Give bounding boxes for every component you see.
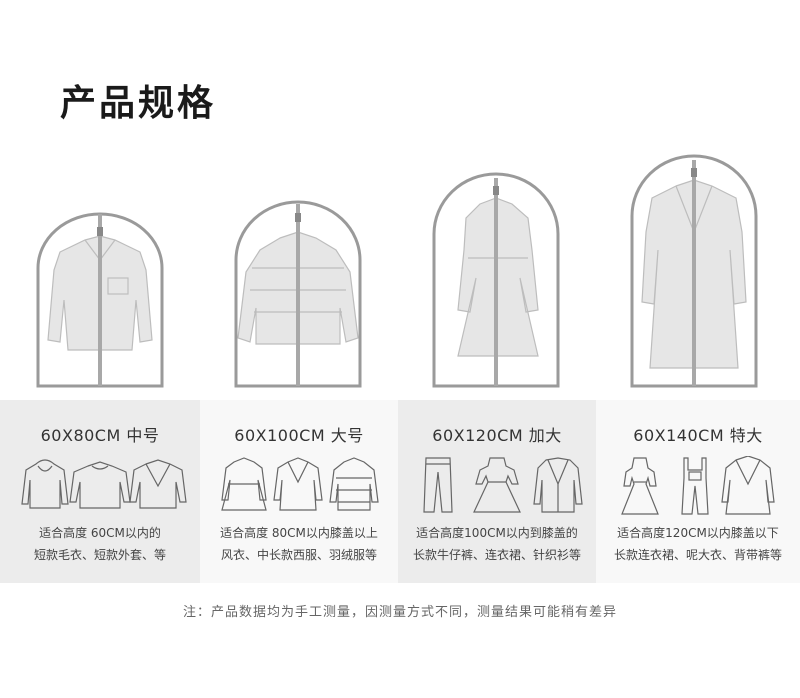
spec-size-label: 60X80CM 中号 [40,426,160,445]
spec-description: 适合高度120CM以内膝盖以下 长款连衣裙、呢大衣、背带裤等 [596,522,800,566]
spec-xlarge: 60X120CM 加大 适合高度100CM以内到膝盖的 [398,400,596,583]
spec-size-label: 60X140CM 特大 [633,426,763,445]
hoodie-icon [21,459,69,509]
spec-icons [221,457,379,511]
jeans-icon [423,457,453,513]
spec-desc-line2: 风衣、中长款西服、羽绒服等 [220,548,377,562]
spec-desc-line1: 适合高度100CM以内到膝盖的 [416,526,578,540]
coat-small-icon [273,457,323,511]
spec-desc-line1: 适合高度120CM以内膝盖以下 [617,526,779,540]
spec-size-label: 60X100CM 大号 [234,426,364,445]
spec-large: 60X100CM 大号 适合高度 80CM以内 [200,400,398,583]
spec-icons [621,456,775,515]
garment-bag-xlarge [432,172,560,388]
puffer-small-icon [329,457,379,511]
overcoat-icon [721,456,775,515]
garment-bag-xxlarge [630,154,758,388]
spec-desc-line1: 适合高度 60CM以内的 [39,526,161,540]
spec-description: 适合高度 60CM以内的 短款毛衣、短款外套、等 [0,522,200,566]
garment-bag-large [234,200,362,388]
spec-icons [423,457,583,513]
spec-medium: 60X80CM 中号 适合高度 60CM以内的 短款毛衣、短款外套、等 [0,400,200,583]
cardigan-icon [533,457,583,513]
spec-desc-line2: 长款连衣裙、呢大衣、背带裤等 [613,548,782,562]
sweater-icon [69,461,131,509]
spec-icons [21,459,187,509]
blazer-icon [129,459,187,509]
garment-bags-illustration [36,154,758,388]
spec-desc-line2: 长款牛仔裤、连衣裙、针织衫等 [412,548,581,562]
garment-bag-medium [36,212,164,388]
long-dress-icon [621,457,659,515]
spec-xxlarge: 60X140CM 特大 适合高度120CM以内膝盖以下 长款连衣裙、呢大衣、背 [596,400,800,583]
spec-desc-line2: 短款毛衣、短款外套、等 [33,548,166,562]
spec-description: 适合高度 80CM以内膝盖以上 风衣、中长款西服、羽绒服等 [200,522,398,566]
spec-size-label: 60X120CM 加大 [432,426,562,445]
measurement-note: 注：产品数据均为手工测量，因测量方式不同，测量结果可能稍有差异 [182,605,617,620]
page-title: 产品规格 [60,82,217,124]
size-spec-panel: 60X80CM 中号 适合高度 60CM以内的 短款毛衣、短款外套、等 [0,400,800,583]
spec-desc-line1: 适合高度 80CM以内膝盖以上 [220,526,378,540]
dress-icon [473,457,521,513]
spec-description: 适合高度100CM以内到膝盖的 长款牛仔裤、连衣裙、针织衫等 [398,522,596,566]
overalls-icon [681,457,709,515]
trench-small-icon [221,457,267,511]
